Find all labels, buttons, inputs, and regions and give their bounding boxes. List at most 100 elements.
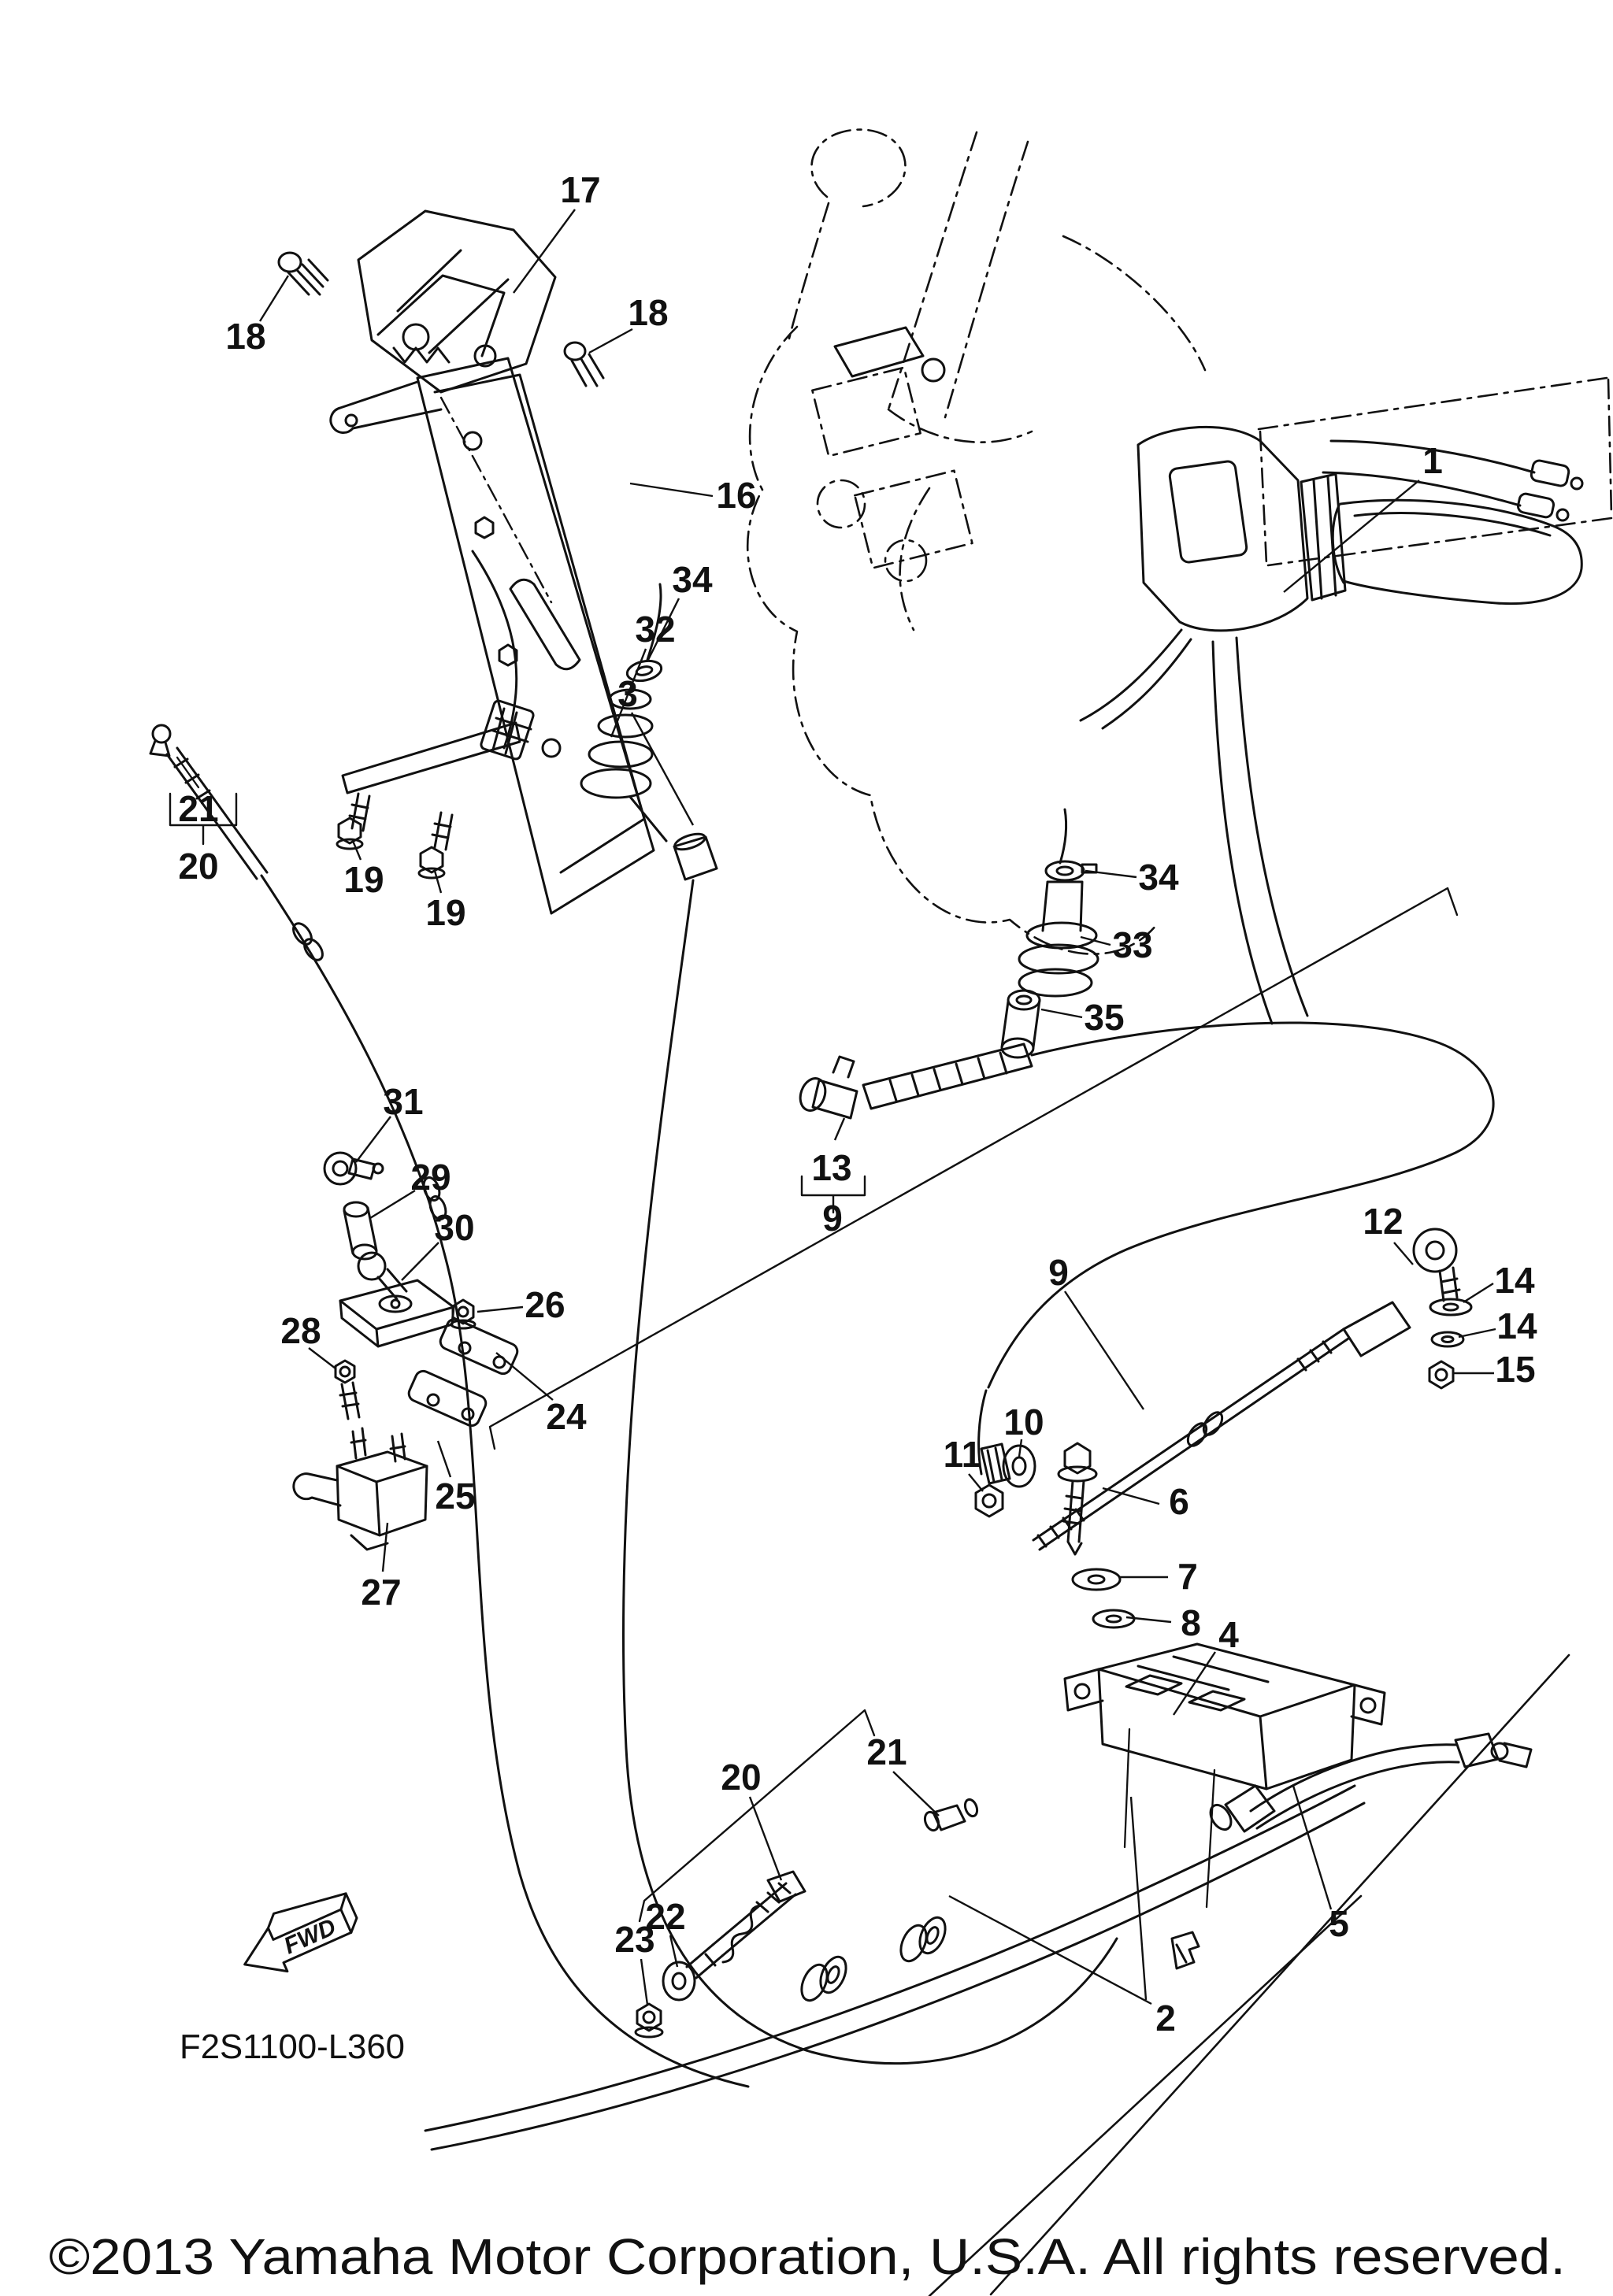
part-callout-15: 15	[1495, 1349, 1535, 1390]
leader-line	[436, 1440, 452, 1478]
bottom-cables-art	[424, 1653, 1570, 2296]
part-callout-9: 9	[1048, 1252, 1069, 1293]
part-callout-18: 18	[628, 292, 668, 333]
leader-line	[1292, 1785, 1333, 1910]
part-callout-18: 18	[225, 316, 265, 357]
leader-line	[258, 275, 290, 322]
part-callout-17: 17	[560, 169, 600, 210]
part-callouts-layer: 1234567899101112131414151617181819192021…	[178, 169, 1537, 2039]
cable-bracket-art	[1057, 1442, 1386, 1970]
leader-line	[833, 1117, 846, 1141]
engine-detail-art	[833, 326, 946, 383]
part-callout-6: 6	[1169, 1481, 1189, 1522]
mounting-plate-art	[329, 357, 655, 915]
cable-20-top-art	[149, 724, 750, 2088]
part-callout-4: 4	[1218, 1614, 1239, 1655]
leader-line	[513, 209, 576, 294]
part-callout-24: 24	[546, 1396, 587, 1437]
leader-line	[948, 1894, 1152, 2005]
leader-line	[401, 1242, 439, 1281]
part-callout-30: 30	[434, 1207, 474, 1248]
engine-ghost-art	[746, 325, 1158, 955]
leader-line	[1463, 1282, 1494, 1304]
part-callout-21: 21	[866, 1731, 907, 1772]
part-callout-13: 13	[811, 1147, 851, 1188]
leader-line	[1102, 1487, 1160, 1505]
part-callout-29: 29	[410, 1157, 451, 1198]
copyright-line: ©2013 Yamaha Motor Corporation, U.S.A. A…	[49, 2228, 1566, 2285]
leader-line	[1283, 480, 1420, 593]
part-callout-19: 19	[343, 859, 384, 900]
part-callout-16: 16	[716, 475, 756, 516]
boot-33-art	[1000, 808, 1099, 1059]
part-callout-20: 20	[178, 846, 218, 887]
part-callout-1: 1	[1422, 440, 1443, 481]
part-callout-34: 34	[672, 559, 713, 600]
leader-line	[381, 1522, 389, 1572]
part-callout-22: 22	[645, 1896, 685, 1937]
leader-line	[369, 1189, 416, 1220]
leader-line	[630, 712, 695, 826]
diagram-code: F2S1100-L360	[180, 2028, 405, 2066]
leader-line	[433, 870, 443, 894]
leader-line	[968, 1473, 984, 1492]
leader-line	[1064, 1291, 1144, 1410]
leader-line	[1393, 1242, 1414, 1265]
leader-line	[748, 1796, 783, 1881]
label-group-brackets	[169, 792, 1459, 1923]
handlebar-ghost-art	[788, 128, 1613, 631]
part-callout-8: 8	[1181, 1602, 1201, 1643]
throttle-lever-bracket-art	[357, 209, 557, 604]
part-callout-7: 7	[1177, 1556, 1198, 1597]
part-callout-20: 20	[721, 1757, 761, 1798]
fwd-arrow: FWD	[243, 1892, 358, 1973]
leader-line	[308, 1347, 336, 1369]
leader-line	[351, 840, 362, 861]
leader-line	[646, 598, 680, 662]
leader-line	[669, 1935, 679, 1968]
leader-line	[1125, 1616, 1172, 1624]
part-callout-34: 34	[1138, 857, 1179, 898]
part-callout-25: 25	[435, 1476, 475, 1516]
part-callout-23: 23	[614, 1919, 654, 1960]
leader-line	[1040, 1008, 1083, 1019]
part-callout-19: 19	[425, 892, 465, 933]
part-callout-35: 35	[1084, 997, 1124, 1038]
leader-line	[1080, 935, 1111, 946]
leader-line	[1018, 1439, 1023, 1457]
leader-line	[1085, 869, 1137, 879]
part-callout-11: 11	[944, 1434, 982, 1475]
leader-line	[629, 482, 714, 498]
part-callout-27: 27	[361, 1572, 401, 1613]
part-callout-5: 5	[1329, 1903, 1349, 1944]
cable-5-art	[1209, 1732, 1533, 1833]
part-callout-31: 31	[383, 1081, 423, 1122]
fwd-arrow-label: FWD	[280, 1914, 340, 1960]
cable-end-20-art	[634, 1798, 979, 2039]
leader-line	[355, 1116, 391, 1163]
boot-32-art	[580, 583, 718, 881]
part-callout-14: 14	[1494, 1260, 1535, 1301]
leader-line	[640, 1958, 649, 2005]
leader-line	[588, 328, 633, 354]
part-callout-9: 9	[822, 1198, 843, 1239]
leader-line	[892, 1771, 940, 1816]
part-callout-28: 28	[280, 1310, 321, 1351]
screw-18-left-art	[277, 251, 329, 296]
left-mount-cluster-art	[292, 1151, 519, 1551]
part-callout-2: 2	[1155, 1998, 1176, 2039]
part-callout-21: 21	[178, 788, 218, 829]
part-callout-32: 32	[635, 609, 675, 650]
part-callout-26: 26	[525, 1284, 565, 1325]
leader-line	[495, 1352, 554, 1401]
steering-rod-art	[1032, 1228, 1473, 1551]
leader-line	[1458, 1328, 1496, 1339]
cable-3-art	[621, 879, 1118, 2065]
part-callout-12: 12	[1363, 1201, 1403, 1242]
part-callout-33: 33	[1112, 924, 1152, 965]
part-callout-14: 14	[1496, 1305, 1537, 1346]
screw-18-right-art	[563, 341, 605, 387]
leader-line	[1172, 1651, 1217, 1716]
